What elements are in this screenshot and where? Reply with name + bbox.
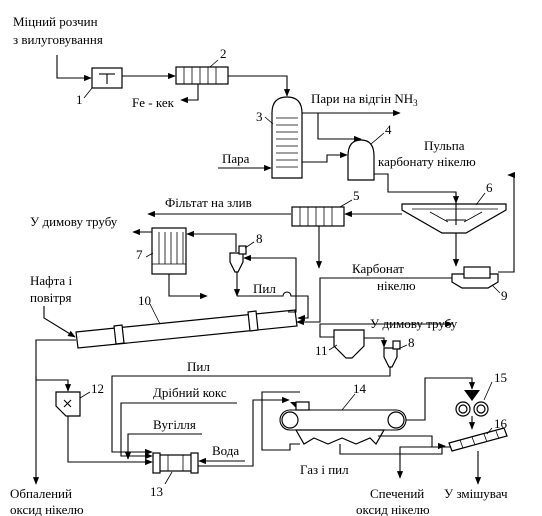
equipment-13-drum bbox=[152, 452, 199, 474]
label-oil-air-2: повітря bbox=[30, 290, 72, 305]
label-dust-1: Пил bbox=[253, 281, 276, 296]
equipment-8b-cyclone bbox=[383, 340, 401, 368]
label-pulp-1: Пульпа bbox=[424, 138, 465, 153]
label-chimney-1: У димову трубу bbox=[30, 214, 118, 229]
number-16: 16 bbox=[494, 416, 508, 431]
label-strong-solution-2: з вилуговування bbox=[13, 32, 103, 47]
number-11: 11 bbox=[315, 343, 328, 358]
equipment-14-sinter-machine bbox=[279, 401, 407, 445]
number-3: 3 bbox=[256, 109, 263, 124]
equipment-15-roll-crusher bbox=[455, 390, 489, 417]
number-8: 8 bbox=[256, 231, 263, 246]
number-8b: 8 bbox=[408, 335, 415, 350]
equipment-numbers: 1 2 3 4 5 6 7 8 9 10 11 8 12 13 14 15 16 bbox=[76, 46, 508, 499]
label-sintered-1: Спечений bbox=[370, 486, 424, 501]
number-2: 2 bbox=[220, 46, 227, 61]
equipment-3-column bbox=[271, 96, 303, 179]
number-6: 6 bbox=[486, 180, 493, 195]
label-pulp-2: карбонату нікелю bbox=[378, 154, 476, 169]
label-fine-coke: Дрібний кокс bbox=[153, 385, 227, 400]
equipment-2-filter bbox=[175, 66, 229, 85]
label-steam-nh3-text: Пари на відгін NH bbox=[311, 91, 413, 106]
equipment-16-screen bbox=[448, 427, 508, 452]
label-gas-dust: Газ і пил bbox=[300, 462, 349, 477]
label-dust-2: Пил bbox=[187, 359, 210, 374]
stream-labels: Міцний розчин з вилуговування Fe - кек П… bbox=[10, 14, 508, 516]
number-9: 9 bbox=[501, 288, 508, 303]
equipment-7-bag-filter bbox=[151, 227, 187, 275]
equipment-6-thickener bbox=[401, 194, 507, 234]
label-coal: Вугілля bbox=[153, 417, 196, 432]
equipment-11-cyclone bbox=[333, 329, 365, 359]
label-calcined-2: оксид нікелю bbox=[10, 502, 84, 516]
label-calcined-1: Обпалений bbox=[10, 486, 72, 501]
number-15: 15 bbox=[494, 370, 507, 385]
label-mixer: У змішувач bbox=[444, 486, 508, 501]
number-12: 12 bbox=[91, 381, 104, 396]
label-strong-solution-1: Міцний розчин bbox=[13, 14, 98, 29]
number-4: 4 bbox=[385, 122, 392, 137]
label-carbonate-2: нікелю bbox=[377, 278, 416, 293]
label-sintered-2: оксид нікелю bbox=[356, 502, 430, 516]
label-carbonate-1: Карбонат bbox=[352, 261, 404, 276]
label-chimney-2: У димову трубу bbox=[370, 316, 458, 331]
equipment-1-filter bbox=[91, 67, 123, 89]
equipment-9-feeder bbox=[451, 266, 499, 289]
label-filtrate: Фільтат на злив bbox=[165, 195, 252, 210]
number-14: 14 bbox=[353, 381, 367, 396]
label-water: Вода bbox=[212, 443, 239, 458]
equipment-4-tank bbox=[347, 139, 375, 181]
equipment-10-rotary-kiln bbox=[75, 309, 298, 349]
number-7: 7 bbox=[136, 247, 143, 262]
equipment-5-filter bbox=[291, 206, 345, 227]
number-10: 10 bbox=[138, 293, 151, 308]
equipment-12-crusher bbox=[55, 391, 81, 417]
label-oil-air-1: Нафта і bbox=[30, 273, 72, 288]
label-steam: Пара bbox=[222, 151, 250, 166]
label-steam-nh3-subscript: 3 bbox=[413, 98, 418, 108]
label-steam-nh3: Пари на відгін NH3 bbox=[311, 91, 418, 108]
flow-lines bbox=[32, 55, 515, 485]
number-13: 13 bbox=[150, 484, 163, 499]
label-fe-cake: Fe - кек bbox=[132, 95, 175, 110]
number-5: 5 bbox=[353, 188, 360, 203]
number-1: 1 bbox=[76, 92, 83, 107]
equipment-8-cyclone bbox=[229, 245, 247, 273]
